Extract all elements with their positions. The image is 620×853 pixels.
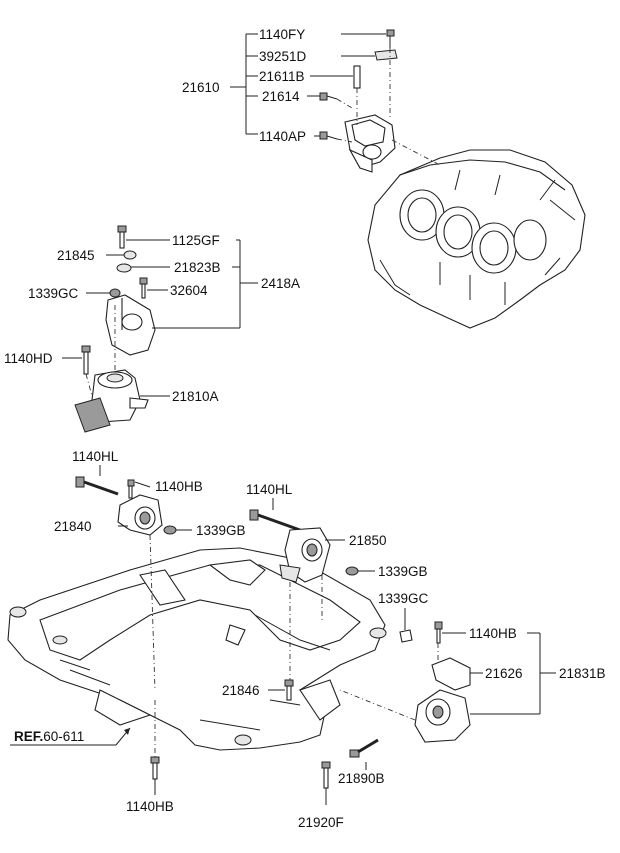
label-1339GB-right: 1339GB xyxy=(378,564,428,579)
ref-prefix: REF. xyxy=(14,729,43,744)
label-1140HL-center: 1140HL xyxy=(246,482,293,497)
label-1140HB-bottom: 1140HB xyxy=(126,799,174,814)
bracket-2418A xyxy=(105,294,156,356)
label-1140HB-right: 1140HB xyxy=(469,626,517,641)
bolt-1125GF xyxy=(117,225,127,249)
label-21823B: 21823B xyxy=(174,260,221,275)
label-1339GB-left: 1339GB xyxy=(196,523,246,538)
label-1140HL-left: 1140HL xyxy=(72,449,119,464)
bolt-1140HB-right xyxy=(434,621,443,644)
bolt-32604 xyxy=(139,277,148,299)
nut-21845 xyxy=(123,250,137,260)
label-1140AP: 1140AP xyxy=(259,129,306,144)
leaders-bottom xyxy=(99,465,556,805)
label-21840: 21840 xyxy=(54,519,92,534)
bracket-21610 xyxy=(344,114,396,173)
nut-1339GB-left xyxy=(163,525,177,535)
bolt-1140HL-left xyxy=(75,476,119,496)
bolt-1140HB-bottom xyxy=(150,756,160,780)
washer-21823B xyxy=(116,263,132,273)
nut-1339GC-right xyxy=(399,629,413,643)
label-21846: 21846 xyxy=(222,683,260,698)
label-21845: 21845 xyxy=(57,248,95,263)
bracket-21626 xyxy=(431,657,471,691)
engine-block xyxy=(367,149,586,329)
bolt-1140HL-center xyxy=(249,509,301,532)
stud-21611B xyxy=(353,65,361,89)
label-21810A: 21810A xyxy=(172,389,219,404)
leader-2418A xyxy=(62,239,258,397)
label-1140HD: 1140HD xyxy=(4,351,53,366)
label-21610: 21610 xyxy=(182,80,220,95)
bolt-1140HD xyxy=(81,345,91,375)
bolt-21920F xyxy=(321,761,331,789)
bolt-1140HB-upper xyxy=(127,479,135,499)
label-32604: 32604 xyxy=(170,283,208,298)
bolt-21846 xyxy=(284,679,294,701)
bolt-21890B xyxy=(349,738,379,758)
label-21831B: 21831B xyxy=(559,666,606,681)
label-39251D: 39251D xyxy=(259,49,307,64)
mount-21850 xyxy=(279,527,331,583)
ref-pointer xyxy=(10,727,131,746)
label-21920F: 21920F xyxy=(298,815,344,830)
ref-label: REF.60-611 xyxy=(14,729,84,744)
nut-39251D xyxy=(374,49,398,61)
mount-21840 xyxy=(117,494,163,536)
label-1140HB-upper: 1140HB xyxy=(155,479,203,494)
nut-1339GC-left xyxy=(109,288,121,298)
bolt-21614 xyxy=(319,92,338,101)
subframe xyxy=(7,547,387,751)
label-21614: 21614 xyxy=(262,89,300,104)
label-21611B: 21611B xyxy=(259,69,305,84)
nut-1339GB-right xyxy=(345,566,359,576)
label-1140FY: 1140FY xyxy=(259,27,305,42)
label-1339GC-upper: 1339GC xyxy=(28,286,79,301)
label-1125GF: 1125GF xyxy=(172,233,220,248)
bolt-1140AP xyxy=(319,131,338,140)
mount-21810A xyxy=(74,369,149,433)
label-21850: 21850 xyxy=(349,533,387,548)
label-2418A: 2418A xyxy=(261,276,300,291)
label-21626: 21626 xyxy=(485,666,523,681)
label-21890B: 21890B xyxy=(338,771,385,786)
ref-number: 60-611 xyxy=(43,729,84,744)
mount-21831B xyxy=(414,689,471,743)
bolt-1140FY xyxy=(386,29,395,48)
label-1339GC-lower: 1339GC xyxy=(378,591,429,606)
leader-21610 xyxy=(230,33,386,137)
